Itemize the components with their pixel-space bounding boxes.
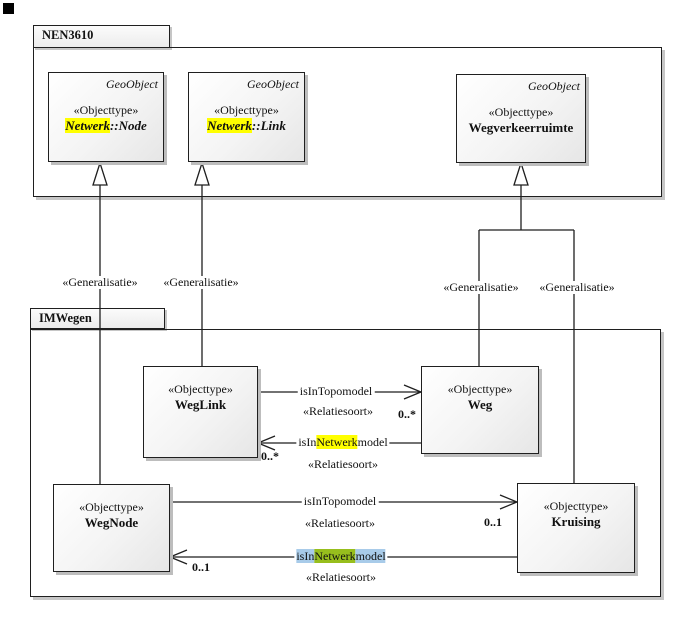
highlighted-selected-text: Netwerk <box>314 549 356 563</box>
generalization-label: «Generalisatie» <box>537 280 617 294</box>
highlighted-text: Netwerk <box>65 118 110 133</box>
class-name: Netwerk::Node <box>49 118 163 133</box>
generalization-weg-kruising-wegverkeerruimte[interactable] <box>478 160 575 483</box>
selected-text: isIn <box>296 549 315 563</box>
package-body-nen3610 <box>33 47 662 197</box>
relation-stereotype: «Relatiesoort» <box>306 457 380 471</box>
generalization-weglink-link[interactable] <box>194 160 210 366</box>
class-netwerk-link[interactable]: GeoObject «Objecttype» Netwerk::Link <box>188 72 305 162</box>
relation-name-isintopomodel[interactable]: isInTopomodel <box>297 384 375 398</box>
package-name: NEN3610 <box>42 28 94 42</box>
class-netwerk-node[interactable]: GeoObject «Objecttype» Netwerk::Node <box>48 72 164 162</box>
class-kruising[interactable]: «Objecttype» Kruising <box>517 483 635 573</box>
multiplicity: 0..* <box>261 449 279 463</box>
classifier-label: GeoObject <box>106 77 158 91</box>
package-tab-imwegen[interactable]: IMWegen <box>30 308 165 329</box>
relation-name-isinnetwerkmodel[interactable]: isInNetwerkmodel <box>296 435 390 449</box>
class-name: Wegverkeerruimte <box>468 120 574 135</box>
multiplicity: 0..1 <box>484 515 502 529</box>
classifier-label: GeoObject <box>528 79 580 93</box>
multiplicity: 0..* <box>398 407 416 421</box>
stereotype-label: «Objecttype» <box>447 382 513 396</box>
class-weglink[interactable]: «Objecttype» WegLink <box>143 366 258 458</box>
relation-name-isintopomodel[interactable]: isInTopomodel <box>301 494 379 508</box>
highlighted-text: Netwerk <box>316 435 358 449</box>
selected-text: model <box>355 549 386 563</box>
selection-handle[interactable] <box>3 3 14 14</box>
label-part: isIn <box>298 435 317 449</box>
class-weg[interactable]: «Objecttype» Weg <box>421 366 539 454</box>
multiplicity: 0..1 <box>192 560 210 574</box>
generalization-wegnode-node[interactable] <box>92 160 108 484</box>
highlighted-text: Netwerk <box>207 118 252 133</box>
label-part: model <box>357 435 388 449</box>
relation-stereotype: «Relatiesoort» <box>303 516 377 530</box>
stereotype-label: «Objecttype» <box>543 499 609 513</box>
class-name-rest: ::Node <box>109 118 147 133</box>
stereotype-label: «Objecttype» <box>79 500 144 514</box>
stereotype-label: «Objecttype» <box>168 382 233 396</box>
generalization-label: «Generalisatie» <box>441 280 521 294</box>
stereotype-label: «Objecttype» <box>214 103 279 117</box>
class-wegverkeerruimte[interactable]: GeoObject «Objecttype» Wegverkeerruimte <box>456 74 586 163</box>
relation-stereotype: «Relatiesoort» <box>301 404 375 418</box>
classifier-label: GeoObject <box>247 77 299 91</box>
class-name: WegNode <box>84 515 139 530</box>
class-name: Weg <box>467 397 493 412</box>
generalization-label: «Generalisatie» <box>60 275 140 289</box>
class-wegnode[interactable]: «Objecttype» WegNode <box>53 484 170 572</box>
package-name: IMWegen <box>39 311 92 325</box>
generalization-label: «Generalisatie» <box>161 275 241 289</box>
stereotype-label: «Objecttype» <box>73 103 139 117</box>
class-name: Kruising <box>551 514 601 529</box>
class-name: WegLink <box>174 397 227 412</box>
stereotype-label: «Objecttype» <box>488 105 554 119</box>
class-name: Netwerk::Link <box>189 118 304 133</box>
package-body-imwegen <box>30 329 661 597</box>
relation-stereotype: «Relatiesoort» <box>304 570 378 584</box>
relation-name-isinnetwerkmodel-selected[interactable]: isInNetwerkmodel <box>294 549 388 563</box>
class-name-rest: ::Link <box>251 118 286 133</box>
